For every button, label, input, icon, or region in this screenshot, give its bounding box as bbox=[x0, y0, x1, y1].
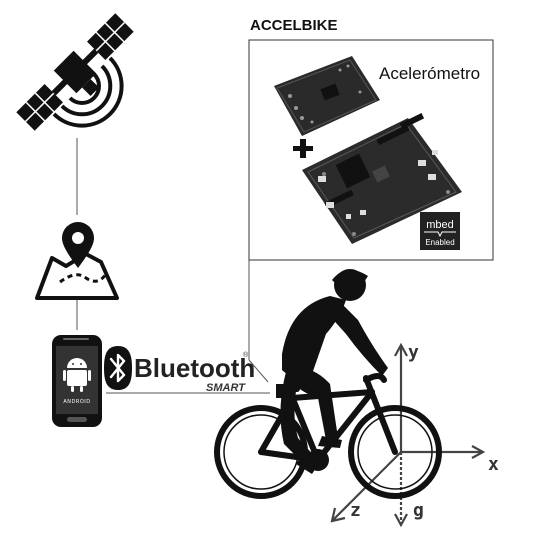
g-axis-arrow bbox=[394, 513, 408, 528]
bluetooth-logo: Bluetooth ® SMART bbox=[104, 346, 255, 394]
cyclist-icon bbox=[214, 269, 442, 499]
microcontroller-board-icon bbox=[302, 113, 462, 244]
sensor-unit bbox=[276, 384, 286, 398]
rider-leg-front bbox=[288, 367, 338, 440]
mbed-badge-line2: Enabled bbox=[425, 238, 454, 247]
map-pin-icon bbox=[35, 222, 119, 300]
board-to-sensor-line bbox=[248, 359, 269, 383]
y-axis-arrow bbox=[394, 342, 408, 357]
g-axis-label: g bbox=[413, 500, 424, 521]
rider-torso bbox=[282, 296, 346, 378]
x-axis-arrow bbox=[471, 445, 486, 459]
plus-icon bbox=[293, 139, 313, 158]
bluetooth-icon bbox=[104, 346, 132, 390]
diagram-title: ACCELBIKE bbox=[250, 17, 338, 34]
mbed-badge-line1: mbed bbox=[426, 219, 454, 231]
z-axis-label: z bbox=[350, 500, 361, 521]
y-axis-label: y bbox=[408, 342, 419, 363]
bluetooth-word: Bluetooth bbox=[134, 353, 255, 383]
mbed-badge: mbed Enabled bbox=[420, 212, 460, 250]
front-wheel bbox=[348, 405, 442, 499]
accelerometer-board-icon bbox=[274, 56, 380, 136]
rider-arm bbox=[328, 298, 388, 376]
satellite-icon bbox=[16, 13, 134, 131]
android-robot-icon bbox=[63, 358, 91, 392]
phone-os-text: ANDROID bbox=[63, 399, 90, 405]
x-axis-label: x bbox=[488, 454, 499, 475]
bluetooth-registered: ® bbox=[243, 351, 249, 359]
bluetooth-smart: SMART bbox=[206, 382, 246, 394]
connector-lines bbox=[76, 138, 270, 394]
rider-leg-back bbox=[280, 372, 316, 466]
smartphone-icon: ANDROID bbox=[52, 335, 102, 427]
satellite-signal-arcs bbox=[52, 56, 124, 128]
accelerometer-label: Acelerómetro bbox=[379, 64, 480, 83]
z-axis-arrow bbox=[330, 507, 346, 523]
